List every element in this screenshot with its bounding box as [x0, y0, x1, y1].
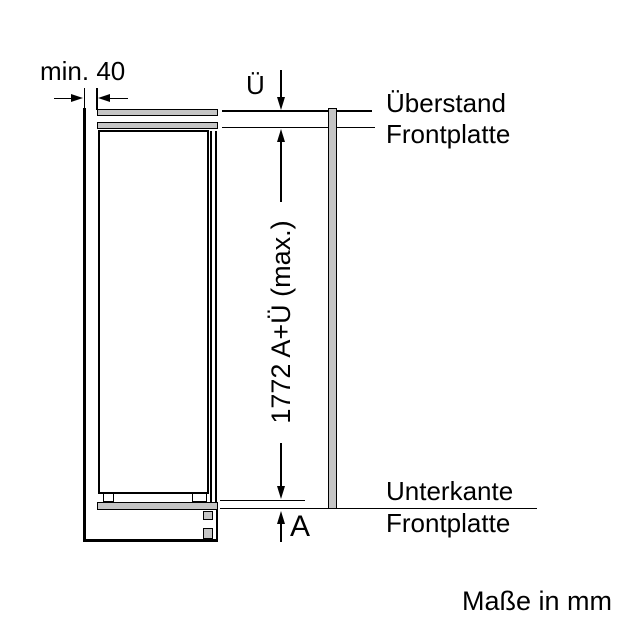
dim-a-arrowhead-up-icon: [276, 510, 285, 524]
front-panel-side-view: [327, 108, 337, 509]
appliance-door: [210, 131, 217, 502]
units-note: Maße in mm: [461, 586, 612, 616]
leveling-foot-upper: [202, 511, 213, 520]
bottom-edge-label-line2: Frontplatte: [386, 508, 511, 538]
min-clearance-extension-line-right: [96, 88, 98, 110]
furniture-bottom-panel: [83, 538, 218, 542]
overhang-arrow-stem: [280, 70, 282, 98]
overhang-arrowhead-down-icon: [276, 97, 285, 110]
height-dim-arrowhead-up-icon: [276, 128, 285, 142]
overhang-label-line2: Frontplatte: [386, 119, 511, 149]
min-clearance-arrowhead-left-icon: [97, 94, 110, 102]
min-clearance-arrowhead-right-icon: [71, 94, 83, 102]
min-clearance-arrow-right-stem: [109, 97, 128, 99]
leveling-foot-lower: [202, 528, 213, 539]
overhang-label-line1: Überstand: [386, 88, 506, 118]
ref-line-appliance-bottom: [220, 499, 305, 501]
dim-a-label: A: [290, 510, 311, 543]
height-dim-arrowhead-down-icon: [276, 486, 285, 499]
appliance-body: [98, 130, 209, 494]
top-front-panel-strip-lower: [97, 122, 218, 129]
ref-line-front-panel-bottom: [220, 507, 537, 509]
min-clearance-extension-line-left: [83, 88, 85, 108]
dim-a-stem: [280, 523, 282, 542]
furniture-right-lower-wall: [215, 504, 218, 541]
ref-line-appliance-top: [222, 126, 375, 128]
furniture-side-wall: [83, 108, 86, 541]
top-front-panel-strip-upper: [97, 109, 218, 116]
bottom-edge-label-line1: Unterkante: [386, 476, 514, 506]
height-dim-stem-lower: [280, 443, 282, 487]
bottom-front-panel-strip: [97, 501, 218, 510]
overhang-symbol-label: Ü: [246, 70, 265, 100]
height-dimension-label: 1772 A+Ü (max.): [266, 220, 296, 424]
height-dim-stem-upper: [280, 141, 282, 202]
ref-line-front-panel-top: [222, 110, 372, 112]
min-clearance-label: min. 40: [40, 56, 126, 86]
min-clearance-arrow-left-stem: [54, 97, 71, 99]
